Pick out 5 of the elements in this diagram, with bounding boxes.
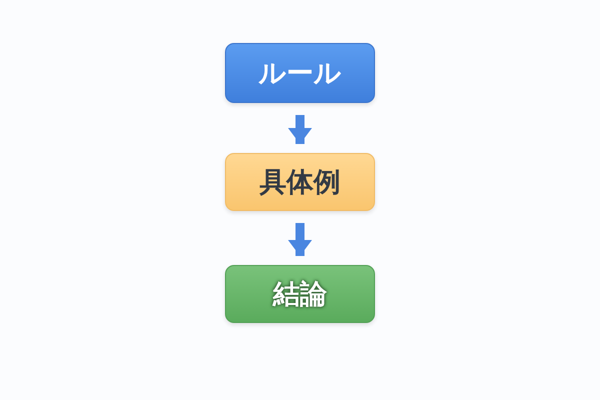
process-box: 具体例 <box>225 153 375 211</box>
process-box: 結論 <box>225 265 375 323</box>
arrow <box>288 223 312 256</box>
arrow <box>288 115 312 144</box>
process-box: ルール <box>225 43 375 103</box>
